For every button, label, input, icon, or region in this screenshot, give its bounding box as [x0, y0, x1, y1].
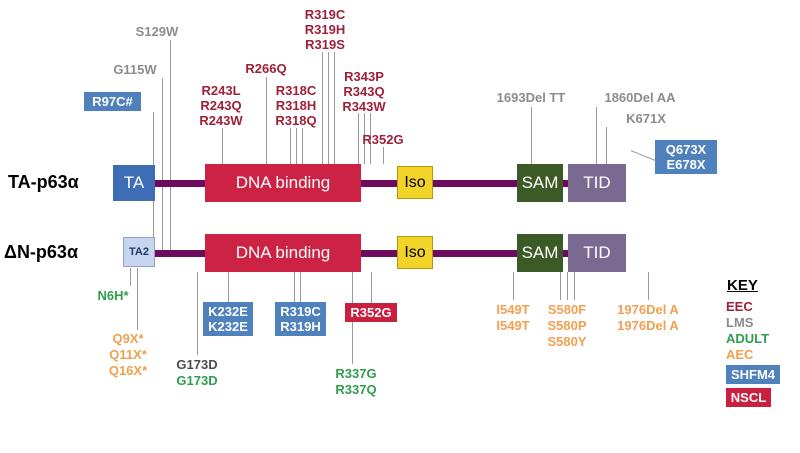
mutation-badge-k232e: K232E K232E [203, 302, 253, 336]
mutation-label-q673x: Q673X [665, 142, 707, 157]
connector-line [358, 113, 359, 164]
mutation-label-r318h: R318H [275, 98, 317, 113]
connector-line [383, 147, 384, 164]
domain-dna-binding-row2: DNA binding [205, 234, 361, 272]
mutation-label-q16x: Q16X* [108, 363, 148, 378]
domain-sam-row1: SAM [517, 164, 563, 202]
connector-line [222, 128, 223, 164]
domain-ta2-row2: TA2 [123, 237, 155, 267]
key-title: KEY [727, 277, 758, 294]
mutation-label-1860del: 1860Del AA [604, 90, 676, 105]
mutation-label-k671x: K671X [626, 111, 666, 126]
connector-line [162, 78, 163, 250]
connector-line [130, 268, 131, 286]
key-entry-eec: EEC [726, 299, 753, 314]
connector-line [334, 52, 335, 164]
connector-line [648, 272, 649, 300]
mutation-label-q9x: Q9X* [112, 331, 144, 346]
mutation-label-r337q: R337Q [335, 382, 377, 397]
mutation-label-e678x: E678X [666, 157, 706, 172]
connector-line [630, 150, 656, 161]
mutation-label-g173d-lms: G173D [176, 357, 218, 372]
key-entry-adult: ADULT [726, 331, 770, 346]
mutation-label-r337g: R337G [335, 366, 377, 381]
mutation-label-1976del-2: 1976Del A [617, 318, 679, 333]
mutation-label-r243q: R243Q [200, 98, 242, 113]
mutation-label-r319h-bottom: R319H [280, 319, 321, 334]
mutation-label-i549t-2: I549T [496, 318, 530, 333]
mutation-label-i549t-1: I549T [496, 302, 530, 317]
domain-tid-row1: TID [568, 164, 626, 202]
connector-line [364, 113, 365, 164]
connector-line [574, 272, 575, 300]
key-entry-shfm4: SHFM4 [726, 365, 780, 384]
mutation-badge-r352g-bottom: R352G [345, 303, 397, 322]
mutation-label-k232e-2: K232E [208, 319, 248, 334]
protein-backbone-row2 [148, 250, 622, 257]
protein-backbone-row1 [150, 180, 622, 187]
mutation-label-r319c-top: R319C [304, 7, 346, 22]
mutation-label-r319h-top: R319H [304, 22, 346, 37]
mutation-badge-r319-bottom: R319C R319H [275, 302, 326, 336]
mutation-label-g115w: G115W [113, 62, 157, 77]
connector-line [606, 127, 607, 164]
connector-line [228, 272, 229, 302]
mutation-label-r343p: R343P [344, 69, 384, 84]
connector-line [513, 272, 514, 300]
connector-line [290, 128, 291, 164]
mutation-label-r343q: R343Q [343, 84, 385, 99]
connector-line [370, 113, 371, 164]
mutation-label-r243l: R243L [201, 83, 241, 98]
mutation-label-r343w: R343W [342, 99, 386, 114]
row-label-dn-p63a: ΔN-p63α [4, 242, 79, 262]
domain-dna-binding-row1: DNA binding [205, 164, 361, 202]
connector-line [197, 272, 198, 355]
key-entry-lms: LMS [726, 315, 754, 330]
domain-iso-row1: Iso [397, 166, 433, 199]
connector-line [137, 268, 138, 330]
mutation-label-r318c: R318C [275, 83, 317, 98]
mutation-label-g173d-adult: G173D [176, 373, 218, 388]
mutation-label-1693del: 1693Del TT [496, 90, 566, 105]
mutation-label-s580y: S580Y [547, 334, 587, 349]
mutation-label-s580f: S580F [547, 302, 587, 317]
connector-line [302, 128, 303, 164]
mutation-label-k232e-1: K232E [208, 304, 248, 319]
mutation-label-r266q: R266Q [245, 61, 287, 76]
connector-line [296, 128, 297, 164]
mutation-label-r352g-top: R352G [362, 132, 404, 147]
mutation-label-r243w: R243W [199, 113, 243, 128]
mutation-label-s129w: S129W [135, 24, 179, 39]
mutation-label-1976del-1: 1976Del A [617, 302, 679, 317]
connector-line [294, 272, 295, 302]
domain-sam-row2: SAM [517, 234, 563, 272]
mutation-label-s580p: S580P [547, 318, 587, 333]
connector-line [328, 52, 329, 164]
mutation-label-q11x: Q11X* [109, 347, 147, 362]
connector-line [560, 272, 561, 300]
connector-line [170, 40, 171, 250]
connector-line [371, 272, 372, 303]
key-entry-nscl: NSCL [726, 388, 771, 407]
mutation-label-r319s-top: R319S [305, 37, 345, 52]
mutation-badge-r97c: R97C# [84, 92, 141, 111]
domain-ta-row1: TA [113, 165, 155, 201]
domain-iso-row2: Iso [397, 236, 433, 269]
connector-line [266, 77, 267, 164]
mutation-label-r318q: R318Q [275, 113, 317, 128]
mutation-label-r319c-bottom: R319C [280, 304, 321, 319]
mutation-label-n6h: N6H* [97, 288, 129, 303]
key-entry-aec: AEC [726, 347, 754, 362]
connector-line [567, 272, 568, 300]
domain-tid-row2: TID [568, 234, 626, 272]
connector-line [596, 107, 597, 164]
connector-line [300, 272, 301, 302]
row-label-ta-p63a: TA-p63α [8, 172, 79, 192]
mutation-badge-q673x-e678x: Q673X E678X [655, 140, 717, 174]
connector-line [531, 107, 532, 164]
connector-line [322, 52, 323, 164]
